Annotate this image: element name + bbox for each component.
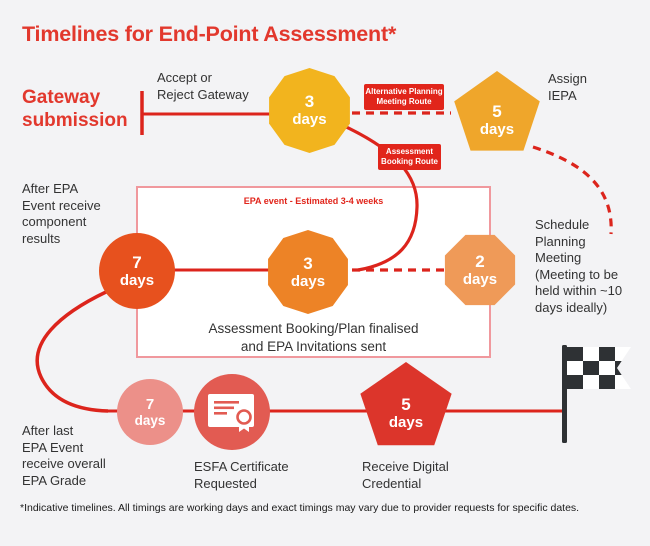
booking-finalised-label: Assessment Booking/Plan finalised and EP…: [208, 321, 419, 354]
after-epa-event-label: After EPA Event receive component result…: [22, 181, 101, 246]
node-epa-event: 3 days: [268, 230, 348, 314]
footnote: *Indicative timelines. All timings are w…: [20, 502, 580, 514]
schedule-planning-label: Schedule Planning Meeting (Meeting to be…: [535, 217, 623, 315]
page-title: Timelines for End-Point Assessment*: [22, 22, 397, 46]
node-schedule-meeting: 2 days: [444, 234, 516, 306]
gateway-submission-label: Gateway submission: [22, 86, 128, 132]
node-unit: days: [479, 120, 515, 138]
node-value: 3: [303, 253, 313, 273]
gateway-line2: submission: [22, 110, 128, 131]
epa-event-estimate-label: EPA event - Estimated 3-4 weeks: [243, 196, 384, 206]
node-gateway-review: 3 days: [269, 68, 350, 153]
checkered-flag-icon: [562, 345, 631, 443]
node-unit: days: [134, 412, 166, 428]
esfa-certificate-label: ESFA Certificate Requested: [194, 459, 289, 491]
assign-to-schedule-dashed-arc: [532, 145, 613, 235]
node-value: 5: [401, 394, 411, 414]
assign-iepa-label: Assign IEPA: [548, 71, 588, 103]
gateway-line1: Gateway: [22, 87, 101, 108]
node-value: 5: [492, 101, 502, 121]
node-unit: days: [462, 270, 498, 288]
node-value: 3: [304, 92, 315, 111]
node-unit: days: [119, 271, 155, 289]
certificate-icon: [208, 394, 254, 432]
node-esfa-certificate: [194, 374, 270, 450]
node-component-results: 7 days: [99, 233, 175, 309]
node-value: 7: [132, 252, 142, 272]
alt-planning-route-label: Alternative Planning Meeting Route: [364, 84, 444, 110]
after-last-epa-label: After last EPA Event receive overall EPA…: [22, 423, 106, 488]
node-overall-grade: 7 days: [117, 379, 183, 445]
node-unit: days: [292, 111, 327, 128]
node-unit: days: [290, 272, 326, 290]
assessment-booking-route-label: Assessment Booking Route: [378, 144, 441, 170]
results-to-grade-arc: [35, 290, 109, 413]
node-unit: days: [388, 413, 424, 431]
accept-reject-label: Accept or Reject Gateway: [157, 70, 249, 102]
node-value: 2: [475, 251, 485, 271]
node-value: 7: [145, 395, 155, 413]
receive-digital-label: Receive Digital Credential: [362, 459, 449, 491]
